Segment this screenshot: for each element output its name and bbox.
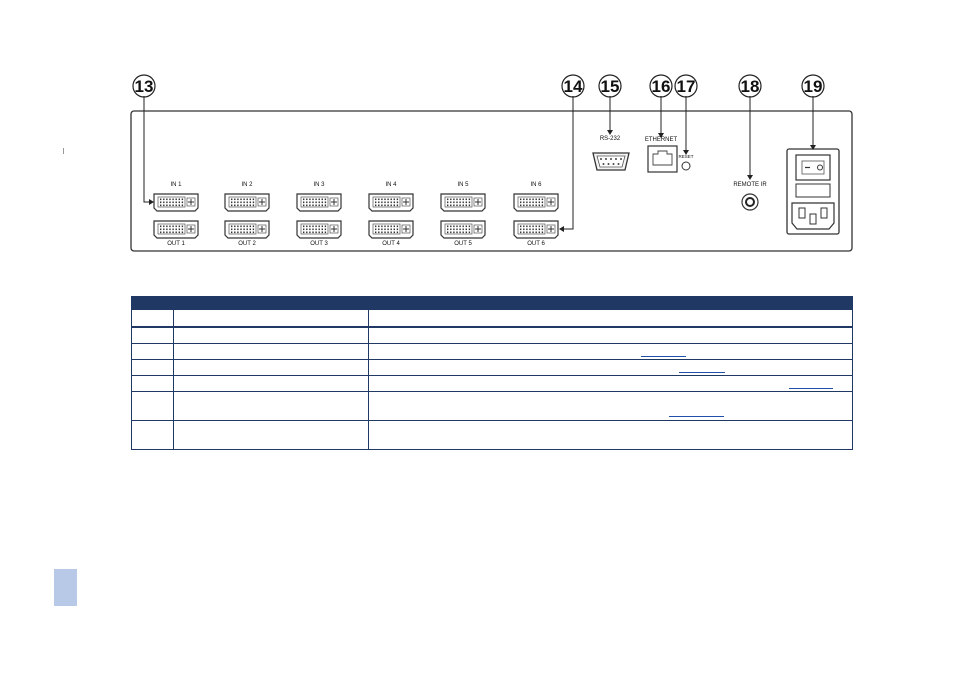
dvi-input-connector: [368, 193, 414, 212]
table-cell: [131, 343, 174, 360]
table-row: [131, 375, 853, 392]
output-label: OUT 6: [527, 241, 545, 247]
callout-14: 14: [561, 74, 585, 98]
dvi-output-connector: [296, 220, 342, 239]
svg-text:14: 14: [564, 77, 583, 96]
callout-18: 18: [738, 74, 762, 98]
table-row: [131, 391, 853, 421]
table-cell: [131, 420, 174, 450]
table-cell: [368, 375, 853, 392]
fuse-holder: [795, 183, 831, 198]
output-label: OUT 5: [454, 241, 472, 247]
input-label: IN 6: [530, 182, 542, 188]
dvi-ports: IN 1 OUT 1 IN 2 OUT 2 IN 3 OUT 3 IN 4 OUT 4 IN 5…: [153, 182, 559, 247]
cross-reference-link[interactable]: [679, 372, 725, 373]
input-label: IN 1: [170, 182, 182, 188]
description-table: [131, 296, 853, 450]
table-cell: [173, 309, 369, 328]
margin-mark: [63, 148, 64, 154]
table-header-cell: [368, 296, 853, 310]
table-cell: [173, 375, 369, 392]
table-cell: [131, 359, 174, 376]
rs232-connector: [592, 152, 630, 171]
table-row: [131, 359, 853, 376]
dvi-input-connector: [513, 193, 559, 212]
callout-arrows: [143, 96, 814, 230]
remote-ir-label: REMOTE IR: [733, 182, 767, 188]
output-label: OUT 2: [238, 241, 256, 247]
ethernet-label: ETHERNET: [645, 137, 678, 143]
table-row: [131, 309, 853, 328]
callout-19: 19: [801, 74, 825, 98]
reset-button: [681, 161, 691, 171]
table-cell: [368, 391, 853, 421]
table-cell: [173, 343, 369, 360]
table-cell: [368, 326, 853, 344]
dvi-output-connector: [224, 220, 270, 239]
callout-15: 15: [598, 74, 622, 98]
dvi-output-connector: [368, 220, 414, 239]
table-row: [131, 420, 853, 450]
output-label: OUT 4: [382, 241, 400, 247]
table-cell: [173, 420, 369, 450]
svg-text:17: 17: [677, 77, 696, 96]
table-cell: [368, 359, 853, 376]
dvi-output-connector: [440, 220, 486, 239]
remote-ir-jack: [741, 193, 759, 211]
table-cell: [173, 391, 369, 421]
svg-text:15: 15: [601, 77, 620, 96]
dvi-input-connector: [440, 193, 486, 212]
callout-16: 16: [649, 74, 673, 98]
rear-panel-figure: IN 1 OUT 1 IN 2 OUT 2 IN 3 OUT 3 IN 4 OUT 4 IN 5…: [130, 74, 853, 252]
input-label: IN 2: [241, 182, 253, 188]
dvi-output-connector: [153, 220, 199, 239]
page-side-tab: [54, 569, 77, 606]
table-row: [131, 343, 853, 360]
table-header-cell: [131, 296, 174, 310]
dvi-input-connector: [224, 193, 270, 212]
table-header-row: [131, 296, 853, 310]
dvi-input-connector: [296, 193, 342, 212]
output-label: OUT 3: [310, 241, 328, 247]
rs232-label: RS-232: [600, 136, 621, 142]
cross-reference-link[interactable]: [641, 356, 686, 357]
arrowheads: [149, 130, 816, 232]
svg-text:18: 18: [741, 77, 760, 96]
power-module: [786, 148, 840, 235]
table-cell: [131, 391, 174, 421]
table-cell: [131, 375, 174, 392]
ethernet-connector: [647, 145, 678, 173]
table-cell: [131, 309, 174, 328]
cross-reference-link[interactable]: [789, 388, 833, 389]
svg-text:13: 13: [135, 77, 154, 96]
callout-13: 13: [132, 74, 156, 98]
table-cell: [173, 359, 369, 376]
table-cell: [131, 326, 174, 344]
dvi-output-connector: [513, 220, 559, 239]
input-label: IN 4: [385, 182, 397, 188]
table-cell: [368, 343, 853, 360]
table-row: [131, 326, 853, 344]
output-label: OUT 1: [167, 241, 185, 247]
input-label: IN 3: [313, 182, 325, 188]
table-cell: [368, 309, 853, 328]
table-cell: [173, 326, 369, 344]
reset-label: RESET: [678, 154, 693, 159]
table-header-cell: [173, 296, 369, 310]
callouts: 13 14 15 16 17 18 19: [132, 74, 825, 98]
svg-text:19: 19: [804, 77, 823, 96]
input-label: IN 5: [457, 182, 469, 188]
dvi-input-connector: [153, 193, 199, 212]
callout-17: 17: [674, 74, 698, 98]
table-cell: [368, 420, 853, 450]
svg-text:16: 16: [652, 77, 671, 96]
cross-reference-link[interactable]: [669, 416, 724, 417]
